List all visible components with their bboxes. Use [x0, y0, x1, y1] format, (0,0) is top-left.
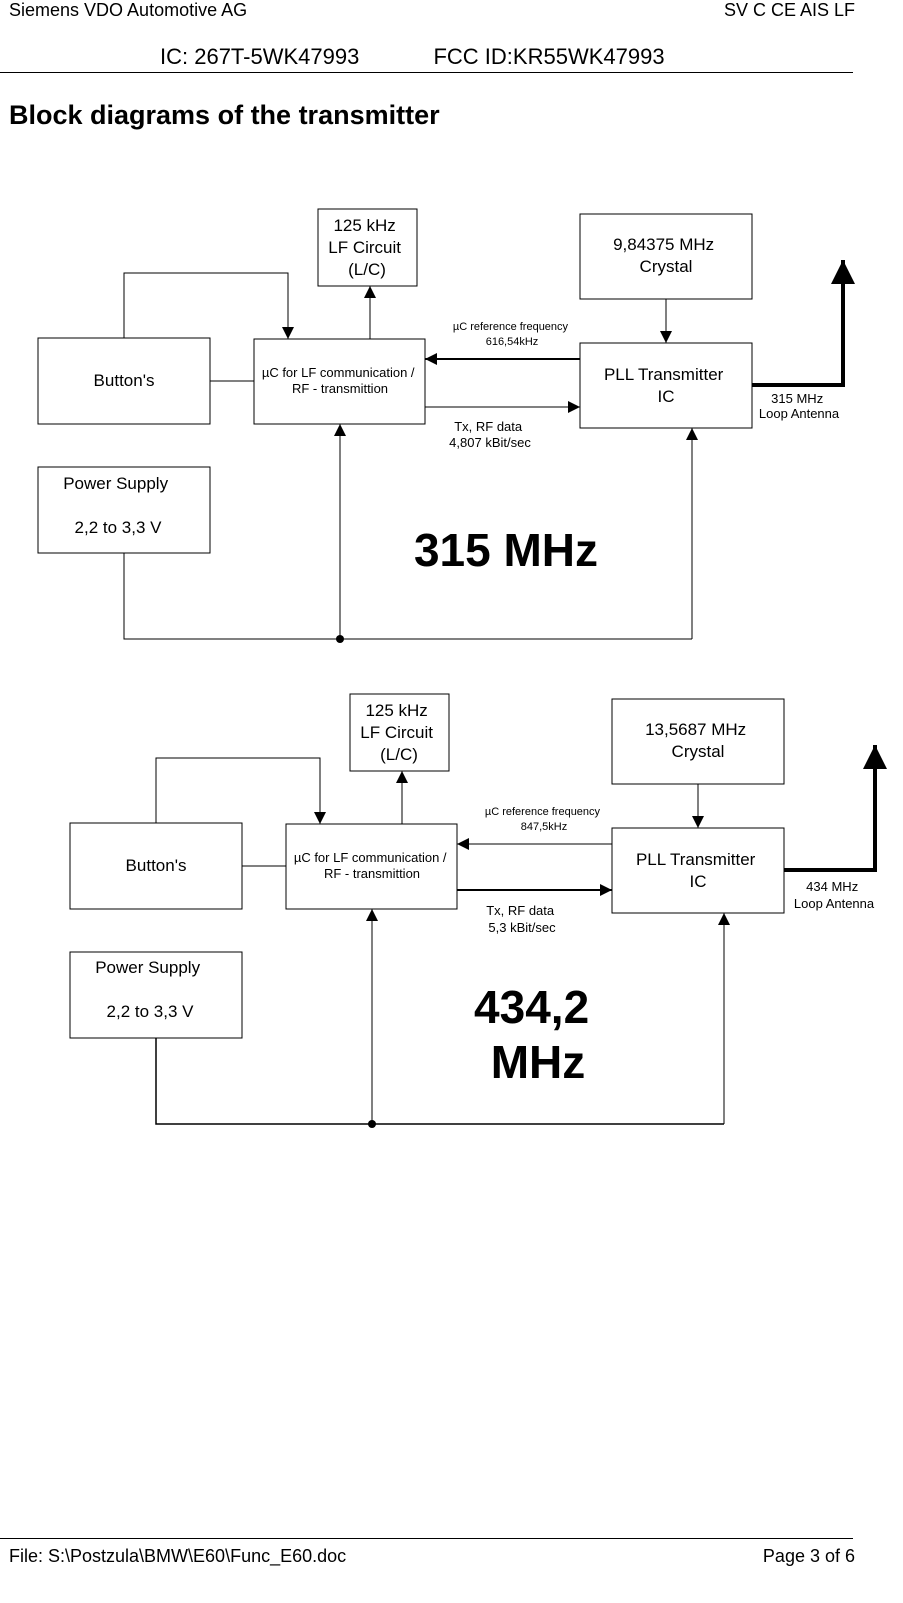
pll-label: PLL Transmitter IC	[636, 850, 760, 891]
header-ids: IC: 267T-5WK47993 FCC ID:KR55WK47993	[160, 44, 665, 70]
header-department: SV C CE AIS LF	[723, 0, 855, 20]
header-company: Siemens VDO Automotive AG	[9, 0, 248, 20]
pll-box	[579, 342, 753, 429]
antenna-line	[784, 745, 887, 872]
crystal-label: 9,84375 MHz Crystal	[613, 235, 719, 276]
ref-freq-label: µC reference frequency 616,54kHz	[453, 321, 571, 348]
power-supply-label: Power Supply 2,2 to 3,3 V	[63, 474, 173, 537]
antenna-line	[752, 260, 855, 387]
pll-label: PLL Transmitter IC	[604, 365, 728, 406]
page-title: Block diagrams of the transmitter	[9, 100, 440, 130]
pll-box	[611, 827, 785, 914]
buttons-label: Button's	[126, 856, 187, 875]
lf-circuit-label: 125 kHz LF Circuit (L/C)	[360, 701, 437, 764]
tx-data-label: Tx, RF data 5,3 kBit/sec	[486, 903, 558, 935]
diagram-315mhz: 125 kHz LF Circuit (L/C) 9,84375 MHz Cry…	[37, 208, 855, 643]
uc-label: µC for LF communication / RF - transmitt…	[262, 365, 418, 396]
tx-data-label: Tx, RF data 4,807 kBit/sec	[449, 419, 531, 450]
lf-circuit-label: 125 kHz LF Circuit (L/C)	[328, 216, 405, 279]
buttons-label: Button's	[94, 371, 155, 390]
footer-file-path: File: S:\Postzula\BMW\E60\Func_E60.doc	[9, 1546, 347, 1566]
antenna-label: 434 MHz Loop Antenna	[794, 879, 875, 911]
buttons-to-uc-line	[155, 757, 326, 824]
crystal-label: 13,5687 MHz Crystal	[645, 720, 751, 761]
bus-junction-dot	[368, 1120, 376, 1128]
frequency-label: 434,2 MHz	[474, 981, 602, 1088]
header-rule	[0, 72, 853, 73]
frequency-label: 315 MHz	[414, 524, 598, 576]
buttons-to-uc-line	[123, 272, 294, 339]
footer-rule	[0, 1538, 853, 1539]
power-bus-line	[123, 553, 692, 640]
bus-junction-dot	[336, 635, 344, 643]
diagram-434mhz: 125 kHz LF Circuit (L/C) 13,5687 MHz Cry…	[69, 693, 887, 1128]
uc-label: µC for LF communication / RF - transmitt…	[294, 850, 450, 881]
ref-freq-label: µC reference frequency 847,5kHz	[485, 806, 603, 833]
power-bus-line	[155, 1038, 724, 1125]
antenna-label: 315 MHz Loop Antenna	[759, 391, 840, 421]
power-supply-label: Power Supply 2,2 to 3,3 V	[95, 958, 205, 1021]
footer-page-number: Page 3 of 6	[762, 1546, 855, 1566]
ic-id: IC: 267T-5WK47993	[160, 44, 360, 69]
fcc-id: FCC ID:KR55WK47993	[433, 44, 665, 69]
